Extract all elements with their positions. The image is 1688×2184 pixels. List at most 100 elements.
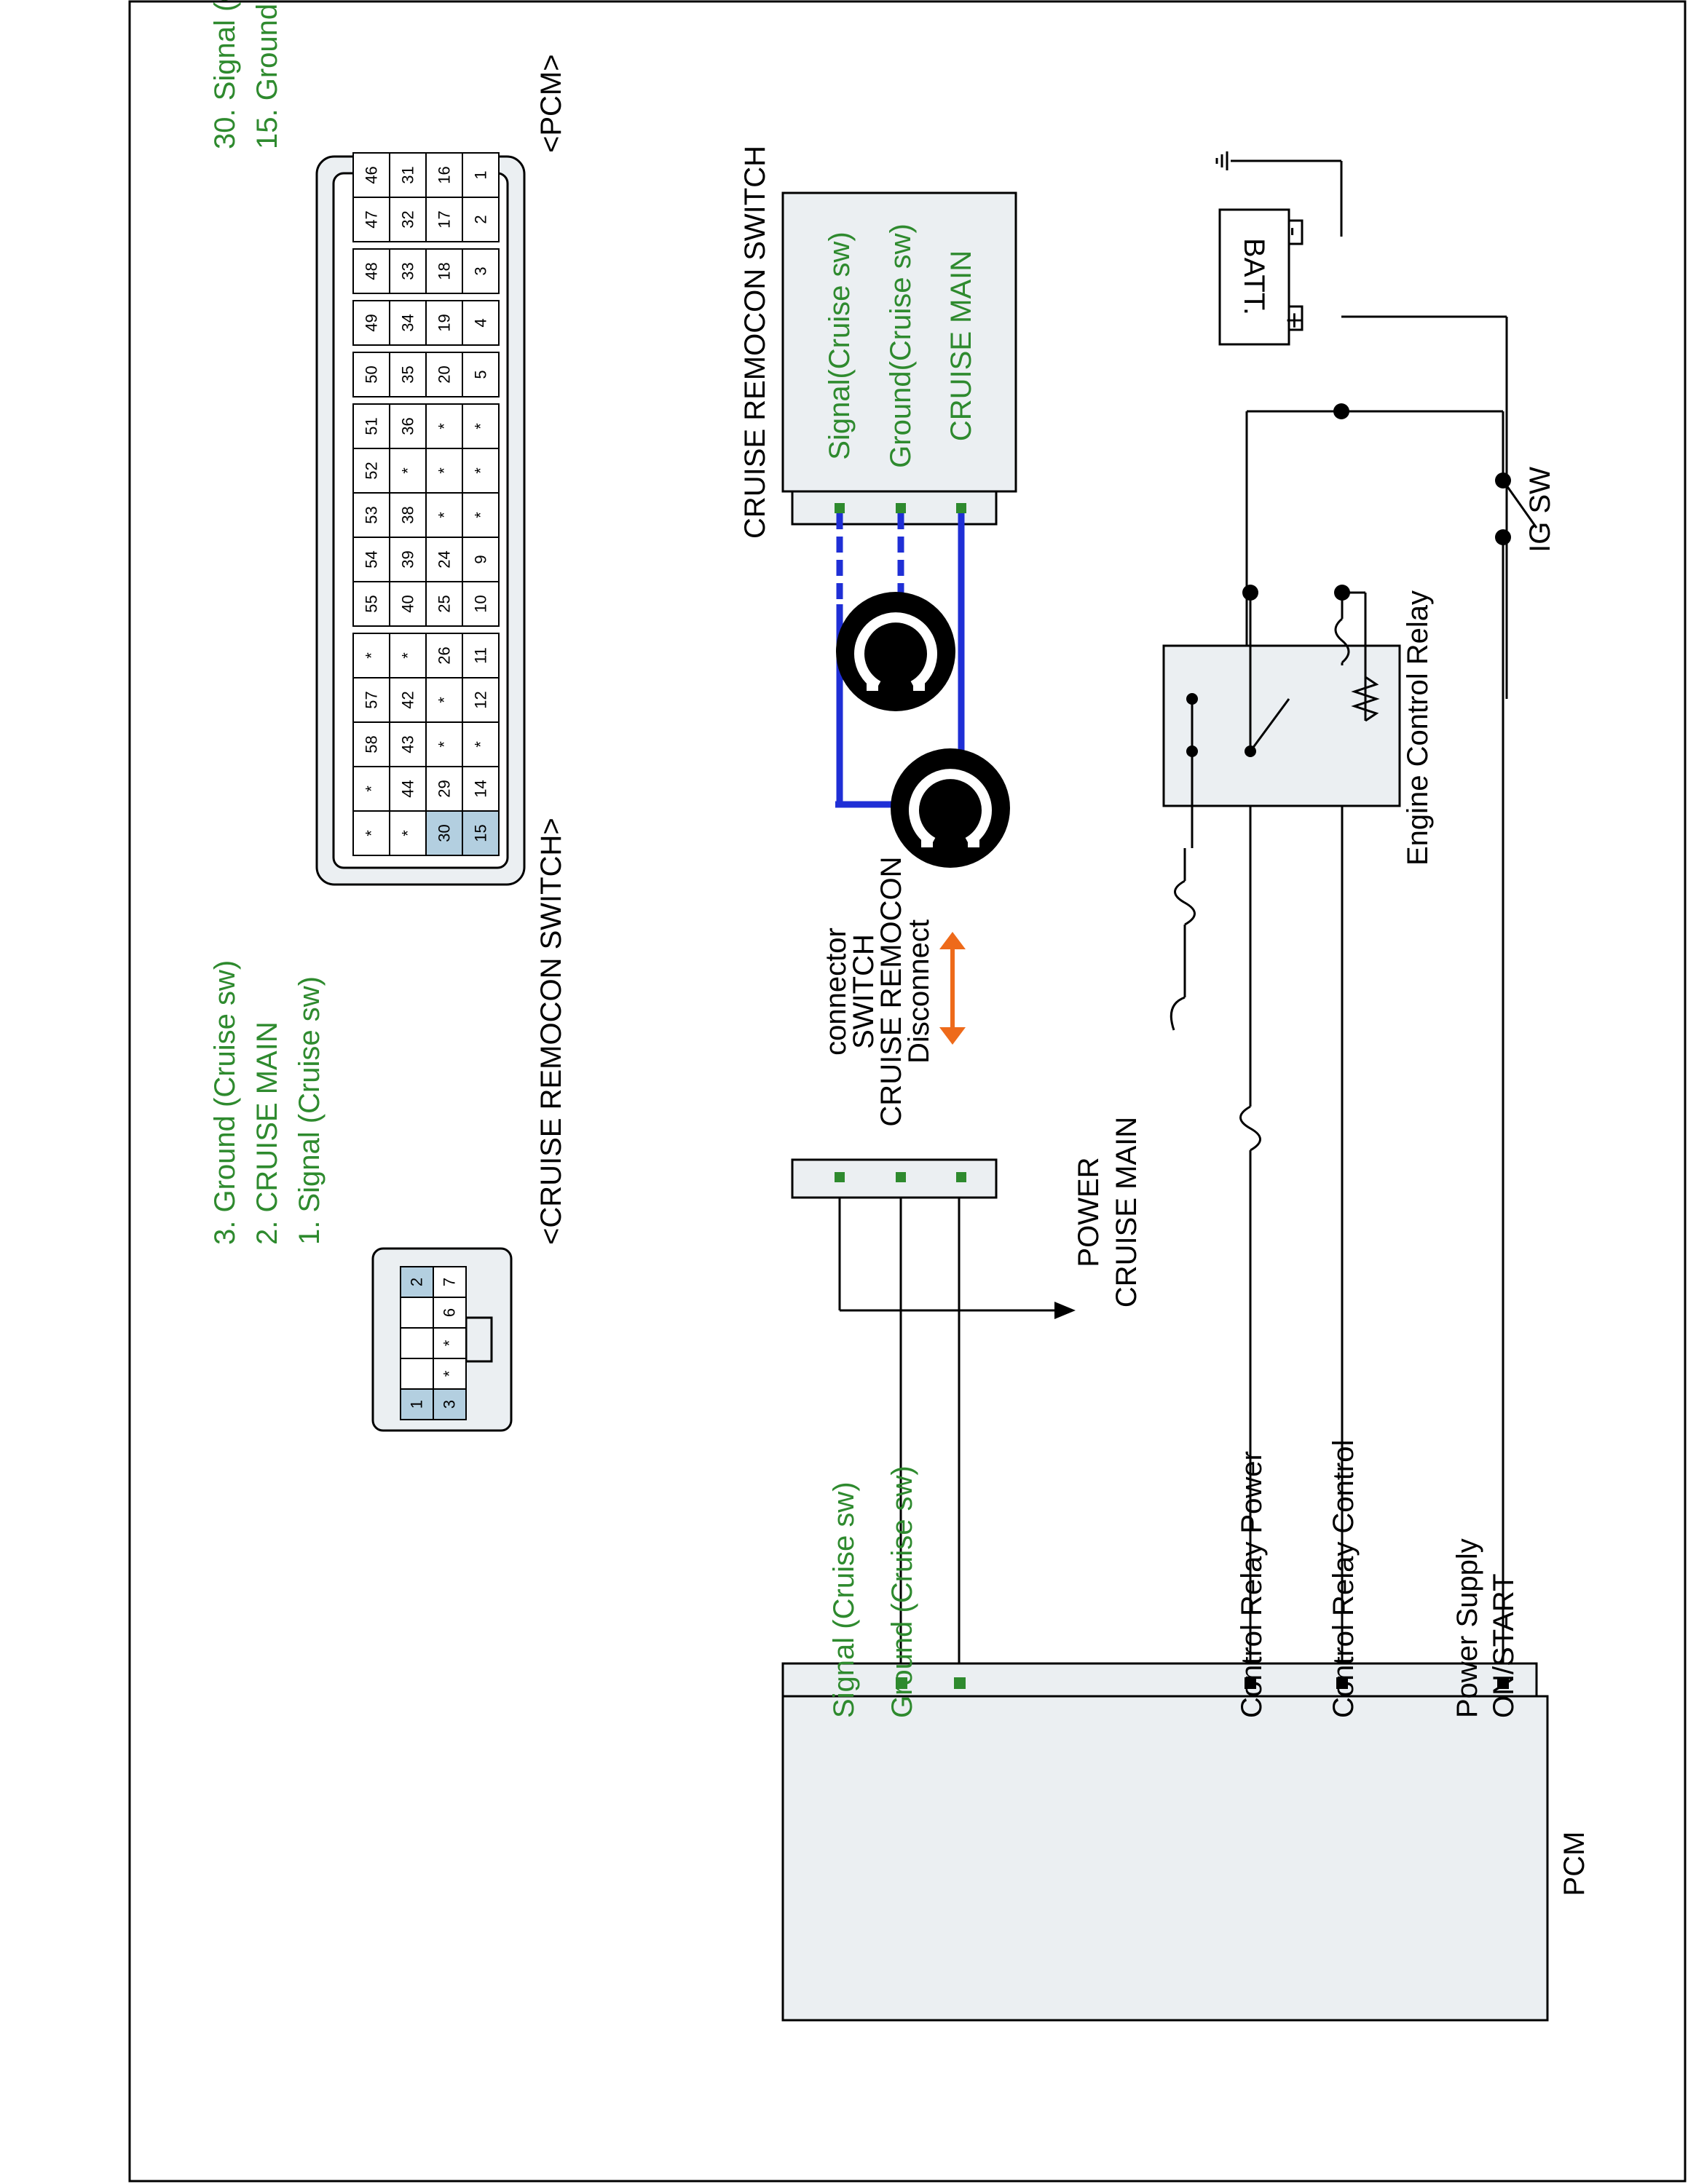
pin-label: 55 <box>363 595 381 612</box>
schematic-wires <box>838 159 1538 1696</box>
pin-label: * <box>399 830 417 836</box>
ground-icon <box>1215 151 1245 170</box>
switch-pin-grid: 3 * * 6 7 1 2 <box>400 1266 467 1420</box>
pin-label: 6 <box>441 1308 459 1317</box>
pin-label: 32 <box>399 210 417 228</box>
pcm-connector-title: <PCM> <box>535 54 567 153</box>
pin-label: 2 <box>408 1278 426 1286</box>
pin-label: 26 <box>435 646 454 664</box>
pin-label: 53 <box>363 506 381 523</box>
pin-label: 35 <box>399 365 417 383</box>
pin-label: 10 <box>472 595 490 612</box>
switch-terminal-cruise-main: CRUISE MAIN <box>945 250 977 441</box>
pcm-terminal-relay-control: Control Relay Control <box>1328 1440 1360 1718</box>
pcm-terminal-relay-power: Control Relay Power <box>1236 1451 1268 1718</box>
pin-cell <box>352 633 390 678</box>
pcm-box <box>781 1662 1549 2022</box>
pin-label: 25 <box>435 595 454 612</box>
pin-label: 16 <box>435 166 454 183</box>
battery <box>1218 208 1304 346</box>
pin-label: * <box>399 467 417 474</box>
pin-label: 31 <box>399 166 417 183</box>
pin-label: 50 <box>363 365 381 383</box>
pin-label: * <box>363 830 381 836</box>
pin-label: 1 <box>472 170 490 179</box>
page-frame <box>128 0 1687 2183</box>
disconnect-arrow <box>939 932 966 1045</box>
pin-cell <box>400 1358 434 1390</box>
harness-connector <box>791 1158 998 1199</box>
pin-label: 3 <box>472 266 490 275</box>
pin-label: 3 <box>441 1400 459 1409</box>
battery-label: BATT. <box>1238 238 1270 315</box>
pin-label: 14 <box>472 780 490 797</box>
cruise-main-power-label: CRUISE MAIN POWER <box>1073 1117 1143 1307</box>
pin-label: 18 <box>435 262 454 280</box>
ohm-icon <box>891 748 1010 868</box>
pin-label: 24 <box>435 550 454 568</box>
pcm-title: PCM <box>1558 1832 1590 1896</box>
battery-minus: - <box>1278 226 1310 236</box>
disconnect-label: Disconnect CRUISE REMOCON SWITCH connect… <box>820 856 935 1126</box>
pin-cell <box>352 300 390 346</box>
pin-label: 47 <box>363 210 381 228</box>
pin-label: * <box>435 512 454 518</box>
pin-label: * <box>363 786 381 792</box>
pin-label: * <box>435 741 454 748</box>
pin-label: 1 <box>408 1400 426 1409</box>
relay-label: Engine Control Relay <box>1402 590 1434 866</box>
pin-cell <box>352 352 390 397</box>
pin-label: 33 <box>399 262 417 280</box>
switch-terminal-ground: Ground(Cruise sw) <box>885 223 917 468</box>
pin-label: * <box>441 1370 459 1377</box>
pin-cell <box>400 1297 434 1329</box>
switch-title: CRUISE REMOCON SWITCH <box>739 146 771 539</box>
pin-label: 36 <box>399 417 417 435</box>
pin-label: 30 <box>435 824 454 842</box>
pin-label: * <box>472 467 490 474</box>
pin-label: * <box>435 467 454 474</box>
pcm-connector: 1514*1211109***543213029**262524***20191… <box>315 152 526 886</box>
ig-switch[interactable]: IG SW <box>1524 467 1556 553</box>
pin-label: * <box>441 1340 459 1346</box>
pin-label: 11 <box>472 647 490 664</box>
disconnect-line-1: Disconnect <box>903 919 935 1064</box>
pin-label: 2 <box>472 215 490 223</box>
pin-label: 5 <box>472 370 490 379</box>
pin-label: 42 <box>399 691 417 708</box>
switch-terminal-signal: Signal(Cruise sw) <box>824 232 856 459</box>
junction-dots <box>1242 403 1511 673</box>
pin-label: * <box>472 741 490 748</box>
switch-connector-title: <CRUISE REMOCON SWITCH> <box>535 818 567 1245</box>
pin-label: 4 <box>472 318 490 327</box>
pin-label: 7 <box>441 1278 459 1286</box>
pin-label: * <box>472 512 490 518</box>
pin-cell <box>352 248 390 294</box>
pin-label: * <box>435 423 454 430</box>
pcm-terminal-on-start-2: Power Supply <box>1451 1538 1483 1718</box>
pin-label: 17 <box>435 210 454 228</box>
pcm-terminal-on-start-1: ON/START <box>1488 1573 1520 1718</box>
engine-control-relay <box>1162 591 1401 848</box>
pcm-pin-grid: 1514*1211109***543213029**262524***20191… <box>352 152 500 856</box>
pin-cell <box>352 403 390 449</box>
pin-label: 44 <box>399 780 417 797</box>
pin-label: 48 <box>363 262 381 280</box>
pin-label: 20 <box>435 365 454 383</box>
pin-label: 52 <box>363 462 381 479</box>
pin-label: * <box>363 652 381 659</box>
pin-label: 12 <box>472 691 490 708</box>
pin-label: 34 <box>399 314 417 331</box>
pin-label: 58 <box>363 735 381 753</box>
pin-label: 43 <box>399 735 417 753</box>
pin-cell <box>400 1327 434 1359</box>
pin-label: 46 <box>363 166 381 183</box>
pin-label: 54 <box>363 550 381 568</box>
pin-label: 15 <box>472 824 490 842</box>
switch-legend-1: 1. Signal (Cruise sw) <box>293 976 326 1245</box>
switch-connector: 3 * * 6 7 1 2 <box>371 1247 513 1432</box>
switch-legend-3: 3. Ground (Cruise sw) <box>209 960 241 1245</box>
cruise-main-power-line-2: POWER <box>1073 1157 1105 1267</box>
pcm-terminal-signal: Signal (Cruise sw) <box>828 1481 860 1718</box>
